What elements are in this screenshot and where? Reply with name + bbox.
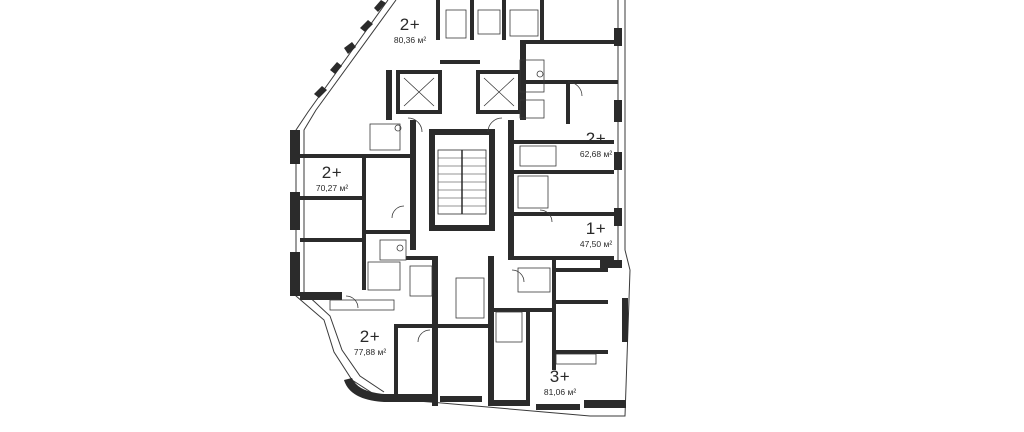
- interior-walls: [300, 0, 618, 406]
- apartment-rooms: 2+: [585, 129, 607, 148]
- apartment-rooms: 2+: [321, 163, 343, 182]
- apartment-rooms: 3+: [549, 367, 571, 386]
- apartment-area: 62,68 м²: [579, 149, 613, 159]
- apartment-rooms: 2+: [399, 15, 421, 34]
- apartment-label[interactable]: 2+ 77,88 м²: [330, 328, 410, 357]
- apartment-label[interactable]: 2+ 80,36 м²: [370, 16, 450, 45]
- apartment-rooms: 1+: [585, 219, 607, 238]
- apartment-label[interactable]: 1+ 47,50 м²: [556, 220, 636, 249]
- apartment-area: 81,06 м²: [543, 387, 577, 397]
- fixtures: [329, 9, 597, 365]
- apartment-rooms: 2+: [359, 327, 381, 346]
- apartment-area: 70,27 м²: [315, 183, 349, 193]
- core: [396, 70, 522, 231]
- apartment-area: 77,88 м²: [353, 347, 387, 357]
- exterior-walls: [290, 0, 628, 410]
- apartment-label[interactable]: 3+ 81,06 м²: [520, 368, 600, 397]
- apartment-label[interactable]: 2+ 70,27 м²: [292, 164, 372, 193]
- apartment-area: 80,36 м²: [393, 35, 427, 45]
- apartment-label[interactable]: 2+ 62,68 м²: [556, 130, 636, 159]
- apartment-area: 47,50 м²: [579, 239, 613, 249]
